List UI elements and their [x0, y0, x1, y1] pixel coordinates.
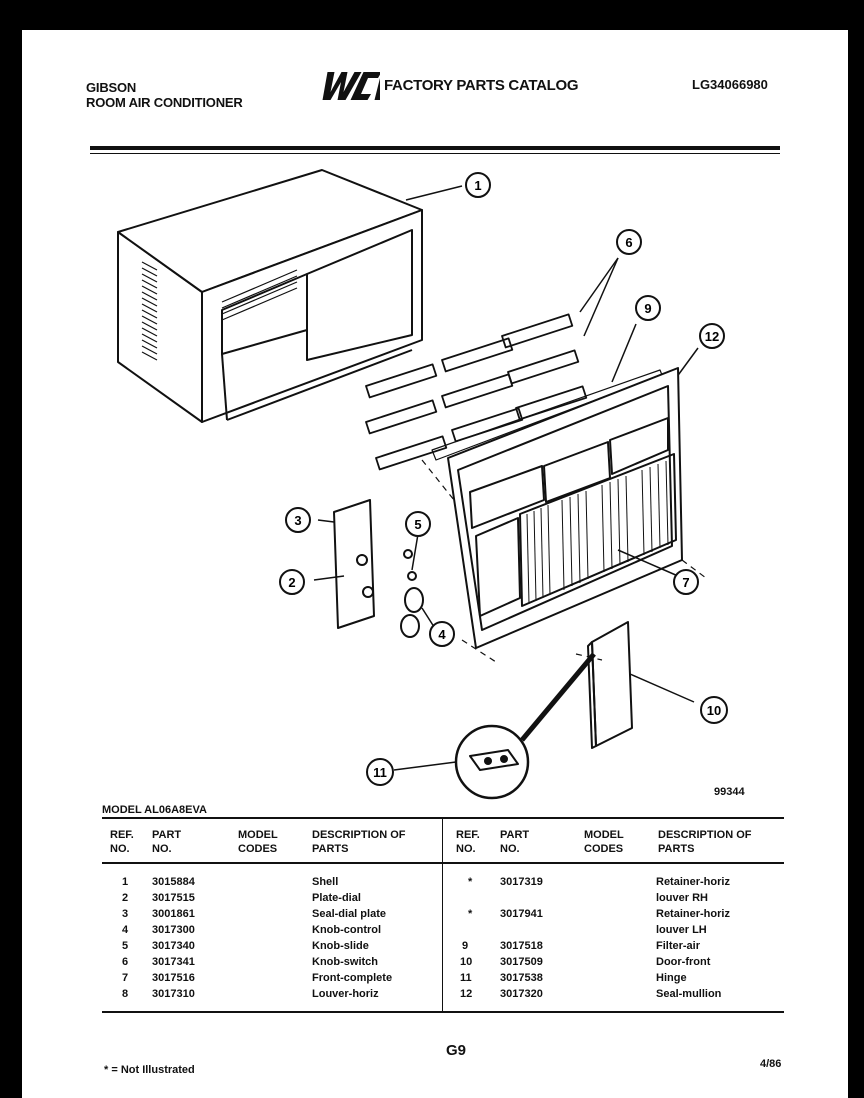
callout-10: 10: [700, 696, 728, 724]
header-ref-left: REF. NO.: [110, 829, 134, 855]
hinge-part: [469, 749, 519, 771]
svg-text:1: 1: [474, 178, 481, 193]
catalog-page: GIBSON ROOM AIR CONDITIONER FACTORY PART…: [22, 30, 848, 1098]
svg-text:12: 12: [705, 329, 719, 344]
callout-12: 12: [699, 323, 725, 349]
product-name: ROOM AIR CONDITIONER: [86, 95, 243, 110]
footnote: * = Not Illustrated: [104, 1064, 195, 1076]
header-rule: [90, 146, 780, 150]
svg-text:2: 2: [288, 575, 295, 590]
callout-2: 2: [279, 569, 305, 595]
svg-text:6: 6: [625, 235, 632, 250]
callout-5: 5: [405, 511, 431, 537]
svg-text:7: 7: [682, 575, 689, 590]
door-front-part: [587, 621, 633, 749]
callout-4: 4: [429, 621, 455, 647]
header-model-codes-right: MODEL CODES: [584, 829, 624, 855]
callout-9: 9: [635, 295, 661, 321]
svg-text:11: 11: [373, 765, 387, 780]
callout-11: 11: [366, 758, 394, 786]
svg-text:10: 10: [707, 703, 721, 718]
header-description-right: DESCRIPTION OF PARTS: [658, 829, 752, 855]
front-complete-part: [447, 367, 683, 649]
svg-text:5: 5: [414, 517, 421, 532]
callouts: 1 6 9 12 3 5 2 7 4 10 11: [279, 172, 728, 786]
header-part-left: PART NO.: [152, 829, 182, 855]
figure-number: 99344: [714, 786, 745, 798]
callout-1: 1: [465, 172, 491, 198]
svg-text:3: 3: [294, 513, 301, 528]
table-rule-bottom: [102, 1011, 784, 1013]
shell-part: [117, 169, 423, 423]
svg-text:4: 4: [438, 627, 446, 642]
header-rule-thin: [90, 153, 780, 154]
knob-parts: [400, 549, 424, 638]
louver-set: [365, 313, 588, 471]
svg-text:9: 9: [644, 301, 651, 316]
model-label: MODEL AL06A8EVA: [102, 804, 207, 816]
header-model-codes-left: MODEL CODES: [238, 829, 278, 855]
callout-3: 3: [285, 507, 311, 533]
table-rule-header: [102, 862, 784, 864]
callout-7: 7: [673, 569, 699, 595]
wci-logo: [322, 72, 380, 100]
revision-date: 4/86: [760, 1058, 782, 1070]
exploded-parts-diagram: 1 6 9 12 3 5 2 7 4 10 11: [117, 169, 728, 800]
table-rule-top: [102, 817, 784, 819]
callout-6: 6: [616, 229, 642, 255]
dial-plate-part: [333, 499, 375, 629]
header-ref-right: REF. NO.: [456, 829, 480, 855]
table-column-divider: [442, 819, 443, 1011]
header-left: GIBSON ROOM AIR CONDITIONER: [86, 80, 243, 110]
catalog-code: LG34066980: [692, 77, 768, 92]
header-part-right: PART NO.: [500, 829, 530, 855]
page-number: G9: [446, 1042, 467, 1059]
brand-name: GIBSON: [86, 80, 137, 95]
catalog-title: FACTORY PARTS CATALOG: [384, 77, 579, 94]
header-description-left: DESCRIPTION OF PARTS: [312, 829, 406, 855]
